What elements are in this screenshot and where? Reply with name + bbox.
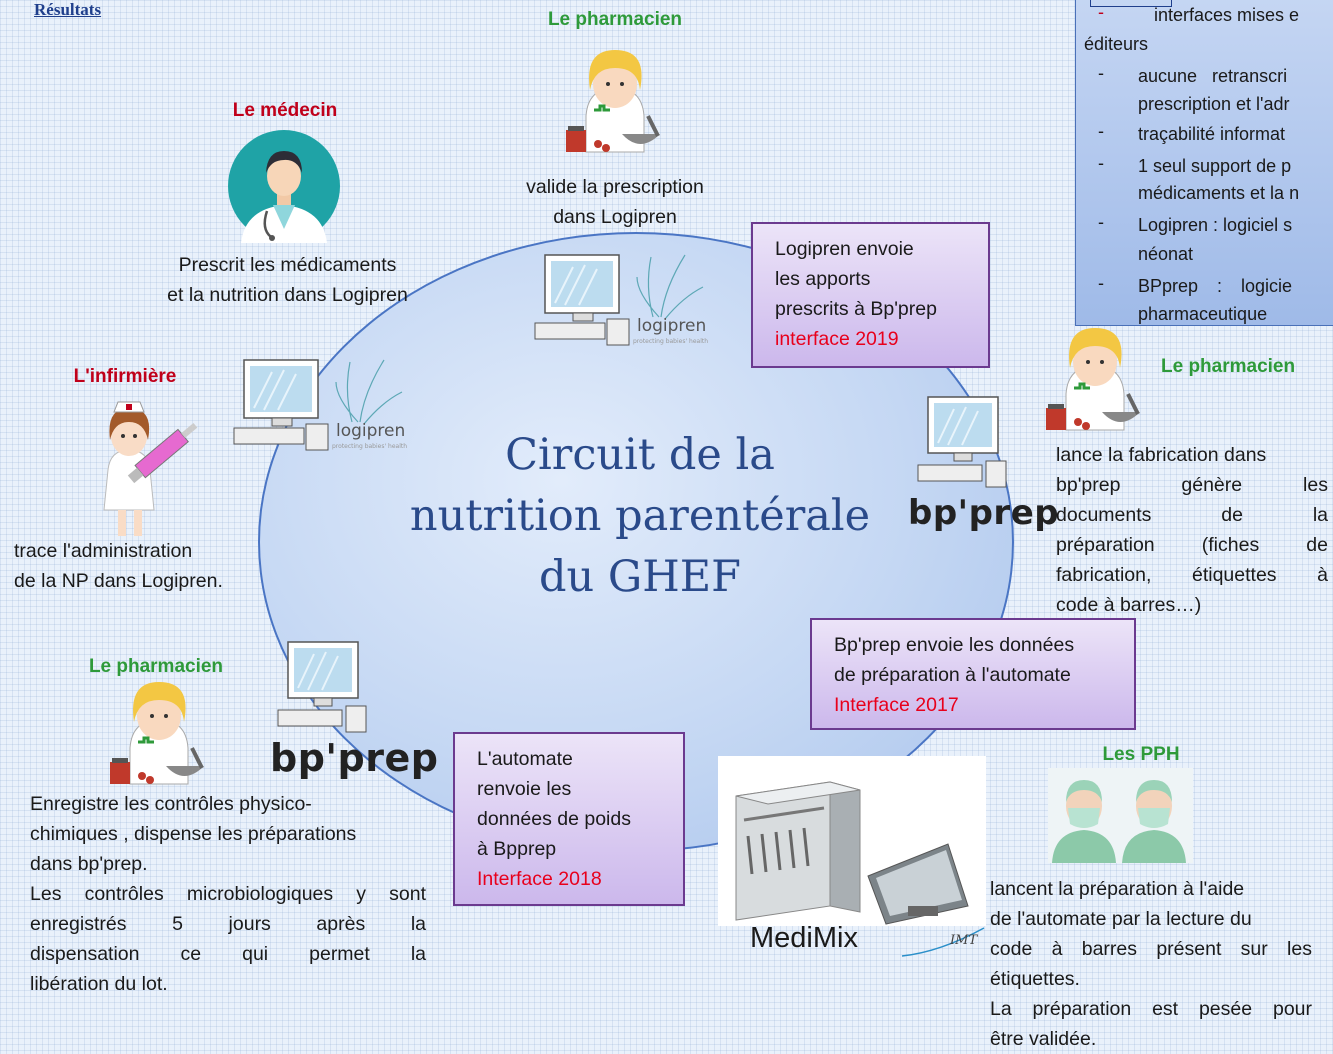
- imt-logo-text: IMT: [949, 933, 978, 948]
- desc-line: enregistrés 5 jours après la: [30, 913, 426, 935]
- nurse-icon: [103, 401, 198, 536]
- desc-line: lance la fabrication dans: [1056, 444, 1267, 466]
- interface-box-2018: L'automate renvoie les données de poids …: [453, 732, 685, 906]
- desc-line: et la nutrition dans Logipren: [167, 284, 408, 306]
- interface-box-2017: Bp'prep envoie les données de préparatio…: [810, 618, 1136, 730]
- role-pharmacien-top-title: Le pharmacien: [547, 9, 683, 30]
- desc-line: Prescrit les médicaments: [178, 254, 397, 276]
- logipren-logo-text: logipren: [637, 316, 706, 336]
- info-item-5-cont: néonat: [1138, 244, 1194, 264]
- bpprep-logo: bp'prep: [908, 493, 1060, 533]
- info-item-4: 1 seul support de p: [1138, 156, 1292, 176]
- info-item-3: traçabilité informat: [1138, 124, 1286, 144]
- role-pharmacien-bottom-title: Le pharmacien: [88, 656, 224, 677]
- desc-line: lancent la préparation à l'aide: [990, 878, 1245, 900]
- info-dash: -: [1098, 63, 1104, 83]
- info-dash: -: [1098, 121, 1104, 141]
- info-item-6-cont: pharmaceutique: [1138, 304, 1268, 324]
- desc-line: code à barres présent sur les: [990, 938, 1312, 960]
- box-line: de préparation à l'automate: [834, 664, 1071, 686]
- role-pharmacien-top-desc: valide la prescription dans Logipren: [480, 172, 750, 232]
- role-infirmiere-title: L'infirmière: [73, 366, 177, 387]
- interface-year-label: Interface 2017: [834, 694, 959, 716]
- logipren-tagline: protecting babies' health: [633, 338, 708, 345]
- medimix-label: MediMix: [750, 922, 858, 954]
- info-item-1: interfaces mises e: [1154, 5, 1300, 25]
- desc-line: de la NP dans Logipren.: [14, 570, 223, 592]
- desc-line: de l'automate par la lecture du: [990, 908, 1252, 930]
- doctor-icon: [228, 130, 340, 243]
- desc-line: Les contrôles microbiologiques y sont: [30, 883, 426, 905]
- box-line: Bp'prep envoie les données: [834, 634, 1075, 656]
- info-item-2-cont: prescription et l'adr: [1138, 94, 1290, 114]
- box-line: les apports: [775, 268, 871, 290]
- info-item-6: BPprep : logicie: [1138, 276, 1293, 296]
- desc-line: Enregistre les contrôles physico-: [30, 793, 312, 815]
- pharmacist-icon: [566, 50, 660, 153]
- box-line: à Bpprep: [477, 838, 557, 860]
- bpprep-logo: bp'prep: [270, 736, 439, 780]
- interface-year-label: interface 2019: [775, 328, 899, 350]
- role-pharmacien-right-title: Le pharmacien: [1161, 356, 1296, 377]
- desc-line: être validée.: [990, 1028, 1097, 1050]
- role-infirmiere-desc: trace l'administration de la NP dans Log…: [14, 536, 264, 596]
- logipren-computer-icon: logipren protecting babies' health: [233, 359, 407, 451]
- pharmacist-icon: [1046, 328, 1140, 431]
- info-dash: -: [1098, 212, 1104, 232]
- circuit-title: Circuit de la nutrition parentérale du G…: [370, 425, 910, 608]
- circuit-title-line-2: nutrition parentérale: [409, 491, 871, 541]
- info-item-2: aucune retranscri: [1138, 66, 1288, 86]
- box-line: Logipren envoie: [775, 238, 914, 260]
- circuit-title-line-3: du GHEF: [539, 552, 741, 602]
- interface-year-label: Interface 2018: [477, 868, 602, 890]
- desc-line: préparation (fiches de: [1056, 534, 1328, 556]
- desc-line: dans Logipren: [553, 206, 677, 228]
- box-line: renvoie les: [477, 778, 572, 800]
- box-line: prescrits à Bp'prep: [775, 298, 937, 320]
- desc-line: fabrication, étiquettes à: [1056, 564, 1328, 586]
- role-medecin-desc: Prescrit les médicaments et la nutrition…: [130, 250, 445, 310]
- info-dash: -: [1098, 2, 1104, 22]
- role-medecin-title: Le médecin: [232, 100, 338, 121]
- role-pharmacien-right-desc: lance la fabrication dans bp'prep génère…: [1056, 440, 1328, 620]
- info-item-1-cont: éditeurs: [1084, 34, 1149, 54]
- desc-line: documents de la: [1056, 504, 1328, 526]
- role-pph-title: Les PPH: [1102, 744, 1180, 765]
- pharmacist-icon: [110, 682, 204, 785]
- role-pph-desc: lancent la préparation à l'aide de l'aut…: [990, 874, 1312, 1054]
- info-panel-tab: [1090, 0, 1172, 7]
- info-item-5: Logipren : logiciel s: [1138, 215, 1293, 235]
- pph-staff-icon: [1048, 768, 1193, 863]
- logipren-computer-icon: logipren protecting babies' health: [534, 254, 708, 346]
- results-link[interactable]: Résultats: [34, 0, 102, 19]
- bpprep-computer-icon: [277, 641, 367, 733]
- box-line: L'automate: [477, 748, 573, 770]
- desc-line: dispensation ce qui permet la: [30, 943, 426, 965]
- interface-box-2019: Logipren envoie les apports prescrits à …: [751, 222, 990, 368]
- info-item-4-cont: médicaments et la n: [1138, 183, 1300, 203]
- circuit-title-line-1: Circuit de la: [505, 430, 775, 480]
- desc-line: La préparation est pesée pour: [990, 998, 1312, 1020]
- medimix-machine-icon: [718, 756, 986, 926]
- desc-line: étiquettes.: [990, 968, 1080, 990]
- info-dash: -: [1098, 273, 1104, 293]
- desc-line: chimiques , dispense les préparations: [30, 823, 357, 845]
- role-pharmacien-bottom-desc: Enregistre les contrôles physico- chimiq…: [30, 789, 426, 999]
- box-line: données de poids: [477, 808, 631, 830]
- info-panel: - interfaces mises e éditeurs - aucune r…: [1075, 0, 1333, 326]
- desc-line: dans bp'prep.: [30, 853, 148, 875]
- desc-line: valide la prescription: [526, 176, 704, 198]
- desc-line: code à barres…): [1056, 594, 1202, 616]
- imt-logo: IMT: [901, 927, 985, 957]
- info-dash: -: [1098, 153, 1104, 173]
- desc-line: libération du lot.: [30, 973, 168, 995]
- logipren-tagline: protecting babies' health: [332, 443, 407, 450]
- bpprep-computer-icon: [917, 396, 1007, 488]
- desc-line: trace l'administration: [14, 540, 193, 562]
- logipren-logo-text: logipren: [336, 421, 405, 441]
- desc-line: bp'prep génère les: [1056, 474, 1328, 496]
